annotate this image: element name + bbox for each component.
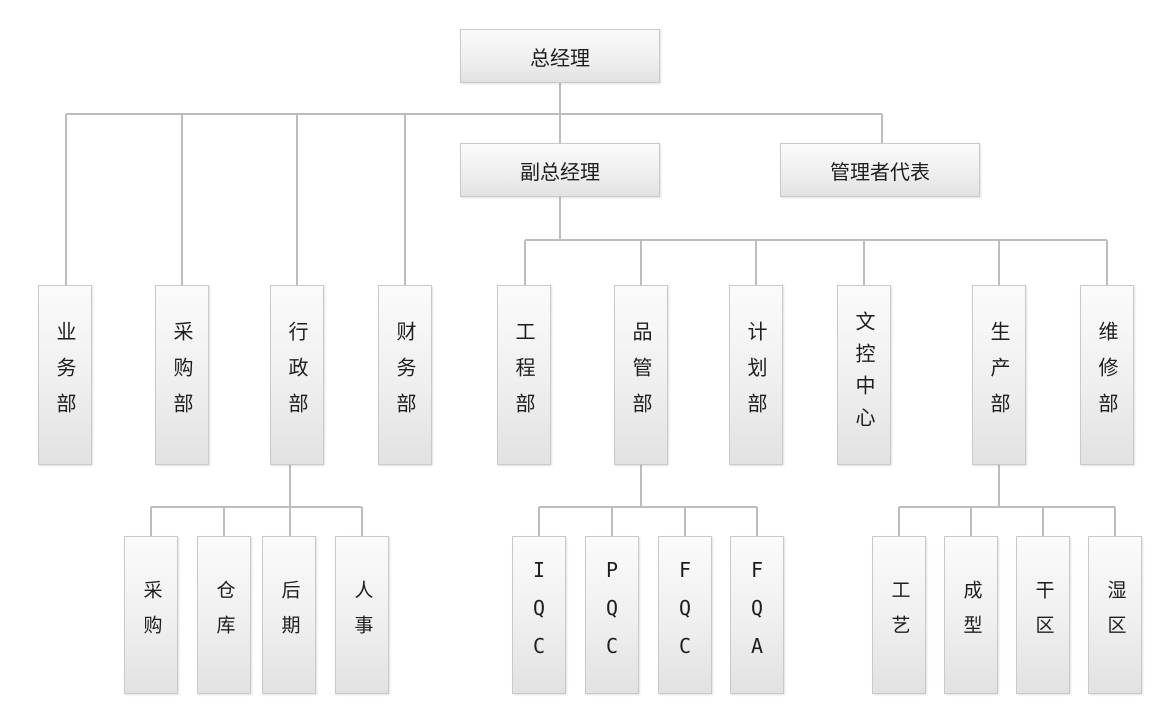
node-label: 湿区 [1104,580,1127,650]
node-iqc: IQC [512,536,566,694]
node-label: 干区 [1032,580,1055,650]
node-purchasing-department: 采购部 [155,285,209,465]
node-label: 生产部 [987,321,1011,429]
node-label: 仓库 [213,580,236,650]
node-logistics: 后期 [262,536,316,694]
node-wet-area: 湿区 [1088,536,1142,694]
node-purchasing-unit: 采购 [124,536,178,694]
node-label: 总经理 [530,45,590,70]
node-label: 人事 [351,580,374,650]
node-label: 维修部 [1095,321,1119,429]
node-engineering-department: 工程部 [497,285,551,465]
node-maintenance-department: 维修部 [1080,285,1134,465]
node-finance-department: 财务部 [378,285,432,465]
node-sales-department: 业务部 [38,285,92,465]
node-label: 文控中心 [852,311,876,439]
node-label: 成型 [960,580,983,650]
node-general-manager: 总经理 [460,29,660,83]
node-administration-department: 行政部 [270,285,324,465]
node-process: 工艺 [872,536,926,694]
node-management-representative: 管理者代表 [780,143,980,197]
node-label: 副总经理 [520,159,600,184]
node-label: 管理者代表 [830,159,930,184]
node-label: FQC [673,558,697,672]
node-molding: 成型 [944,536,998,694]
node-pqc: PQC [585,536,639,694]
node-vice-general-manager: 副总经理 [460,143,660,197]
node-fqa: FQA [730,536,784,694]
node-human-resources: 人事 [335,536,389,694]
node-label: 行政部 [285,321,309,429]
node-fqc: FQC [658,536,712,694]
node-production-department: 生产部 [972,285,1026,465]
node-planning-department: 计划部 [729,285,783,465]
node-label: 品管部 [629,321,653,429]
node-label: 后期 [278,580,301,650]
node-label: PQC [600,558,624,672]
node-warehouse: 仓库 [197,536,251,694]
node-label: IQC [527,558,551,672]
node-quality-department: 品管部 [614,285,668,465]
node-label: 计划部 [744,321,768,429]
node-label: FQA [745,558,769,672]
node-label: 采购 [140,580,163,650]
node-label: 业务部 [53,321,77,429]
node-label: 工程部 [512,321,536,429]
node-label: 工艺 [888,580,911,650]
node-label: 采购部 [170,321,194,429]
node-label: 财务部 [393,321,417,429]
node-document-control-center: 文控中心 [837,285,891,465]
node-dry-area: 干区 [1016,536,1070,694]
